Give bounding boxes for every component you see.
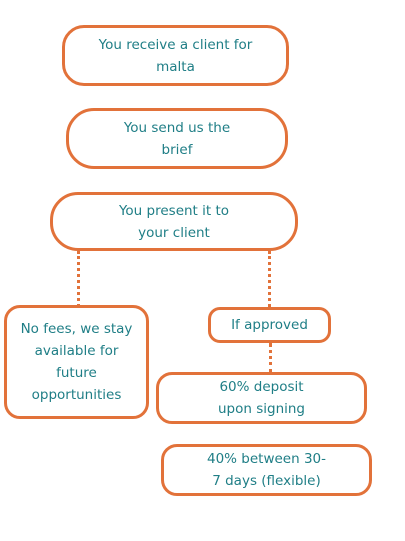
node-no-fees: No fees, we stay available for future op…	[4, 305, 149, 419]
connector-present-to-no-fees	[77, 251, 80, 307]
connector-approved-to-deposit	[269, 343, 272, 373]
node-balance-label: 40% between 30- 7 days (flexible)	[206, 451, 326, 489]
node-balance: 40% between 30- 7 days (flexible)	[161, 444, 372, 496]
node-present-client-label: You present it to your client	[118, 202, 230, 241]
node-deposit: 60% deposit upon signing	[156, 372, 367, 424]
node-send-brief-label: You send us the brief	[123, 119, 231, 158]
node-if-approved: If approved	[208, 307, 331, 343]
node-present-client: You present it to your client	[50, 192, 298, 251]
connector-present-to-approved	[268, 251, 271, 307]
node-if-approved-label: If approved	[231, 317, 308, 333]
node-receive-client: You receive a client for malta	[62, 25, 289, 86]
node-send-brief: You send us the brief	[66, 108, 288, 169]
node-no-fees-label: No fees, we stay available for future op…	[20, 321, 133, 403]
node-deposit-label: 60% deposit upon signing	[217, 379, 306, 417]
node-receive-client-label: You receive a client for malta	[98, 36, 253, 75]
